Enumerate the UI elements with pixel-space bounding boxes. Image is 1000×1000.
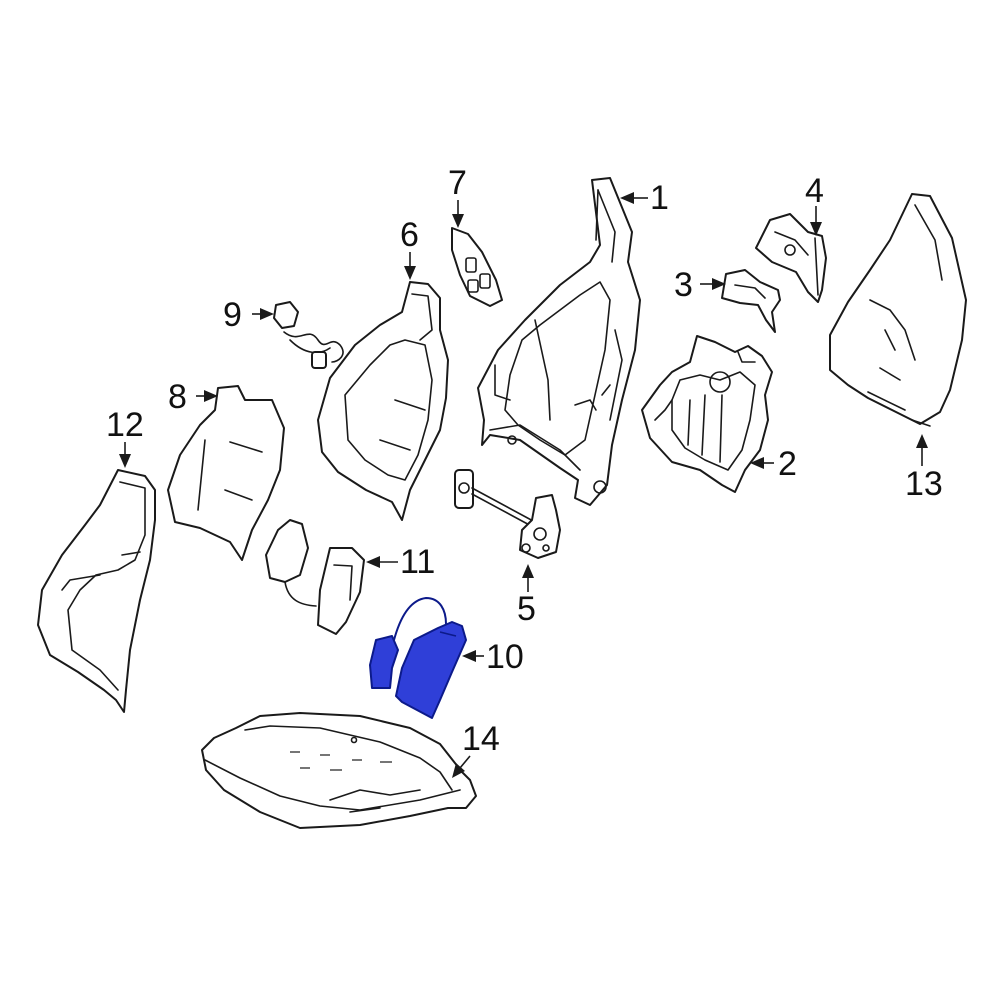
callout-9: 9 xyxy=(223,296,242,334)
callout-11: 11 xyxy=(400,543,435,581)
callout-13: 13 xyxy=(905,465,943,503)
callout-4: 4 xyxy=(805,172,824,210)
callout-10: 10 xyxy=(486,638,524,676)
callout-5: 5 xyxy=(517,590,536,628)
part-13-seat-back-side-cover xyxy=(829,193,967,427)
part-10-highlighted-pad xyxy=(369,596,467,719)
part-4-hinge-bracket xyxy=(755,213,827,303)
callout-leaders xyxy=(119,192,928,778)
callout-3: 3 xyxy=(674,266,693,304)
callout-12: 12 xyxy=(106,406,144,444)
callout-14: 14 xyxy=(462,720,500,758)
part-1-seat-back-frame xyxy=(477,177,641,506)
part-14-seat-cushion xyxy=(201,712,477,829)
part-6-seat-back-cushion xyxy=(317,281,449,521)
part-9-wiring-harness xyxy=(273,301,344,369)
callout-2: 2 xyxy=(778,445,797,483)
part-3-bracket xyxy=(721,269,781,333)
part-8-back-pad xyxy=(167,385,285,561)
callout-labels: 1 2 3 4 5 6 7 8 9 10 11 12 13 14 xyxy=(106,164,943,758)
callout-7: 7 xyxy=(448,164,467,202)
part-12-seat-back-cover xyxy=(37,469,156,713)
part-11-side-module xyxy=(265,519,365,635)
callout-1: 1 xyxy=(650,179,669,217)
part-2-seat-back-panel xyxy=(641,335,773,493)
callout-6: 6 xyxy=(400,216,419,254)
part-7-head-restraint-panel xyxy=(451,227,503,307)
callout-8: 8 xyxy=(168,378,187,416)
part-5-recliner-mechanism xyxy=(454,469,561,559)
